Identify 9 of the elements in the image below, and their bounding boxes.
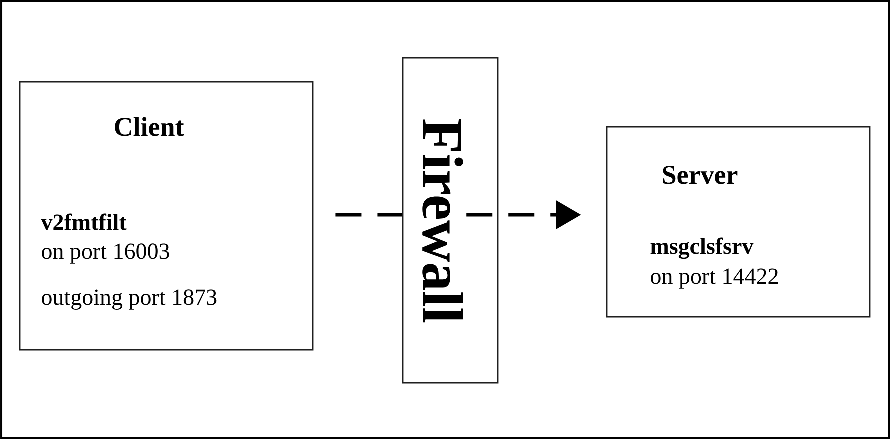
box-title: Server [663,166,738,184]
process-name: msgclsfsrv [650,238,754,260]
box-title: Client [115,117,184,136]
port-label: outgoing port 1873 [42,290,217,310]
vertical-label: Firewall [422,119,464,323]
dashed-line [336,213,402,217]
process-name: v2fmtfilt [41,214,127,230]
port-label: on port 14422 [651,268,778,289]
port-label: on port 16003 [42,244,170,264]
